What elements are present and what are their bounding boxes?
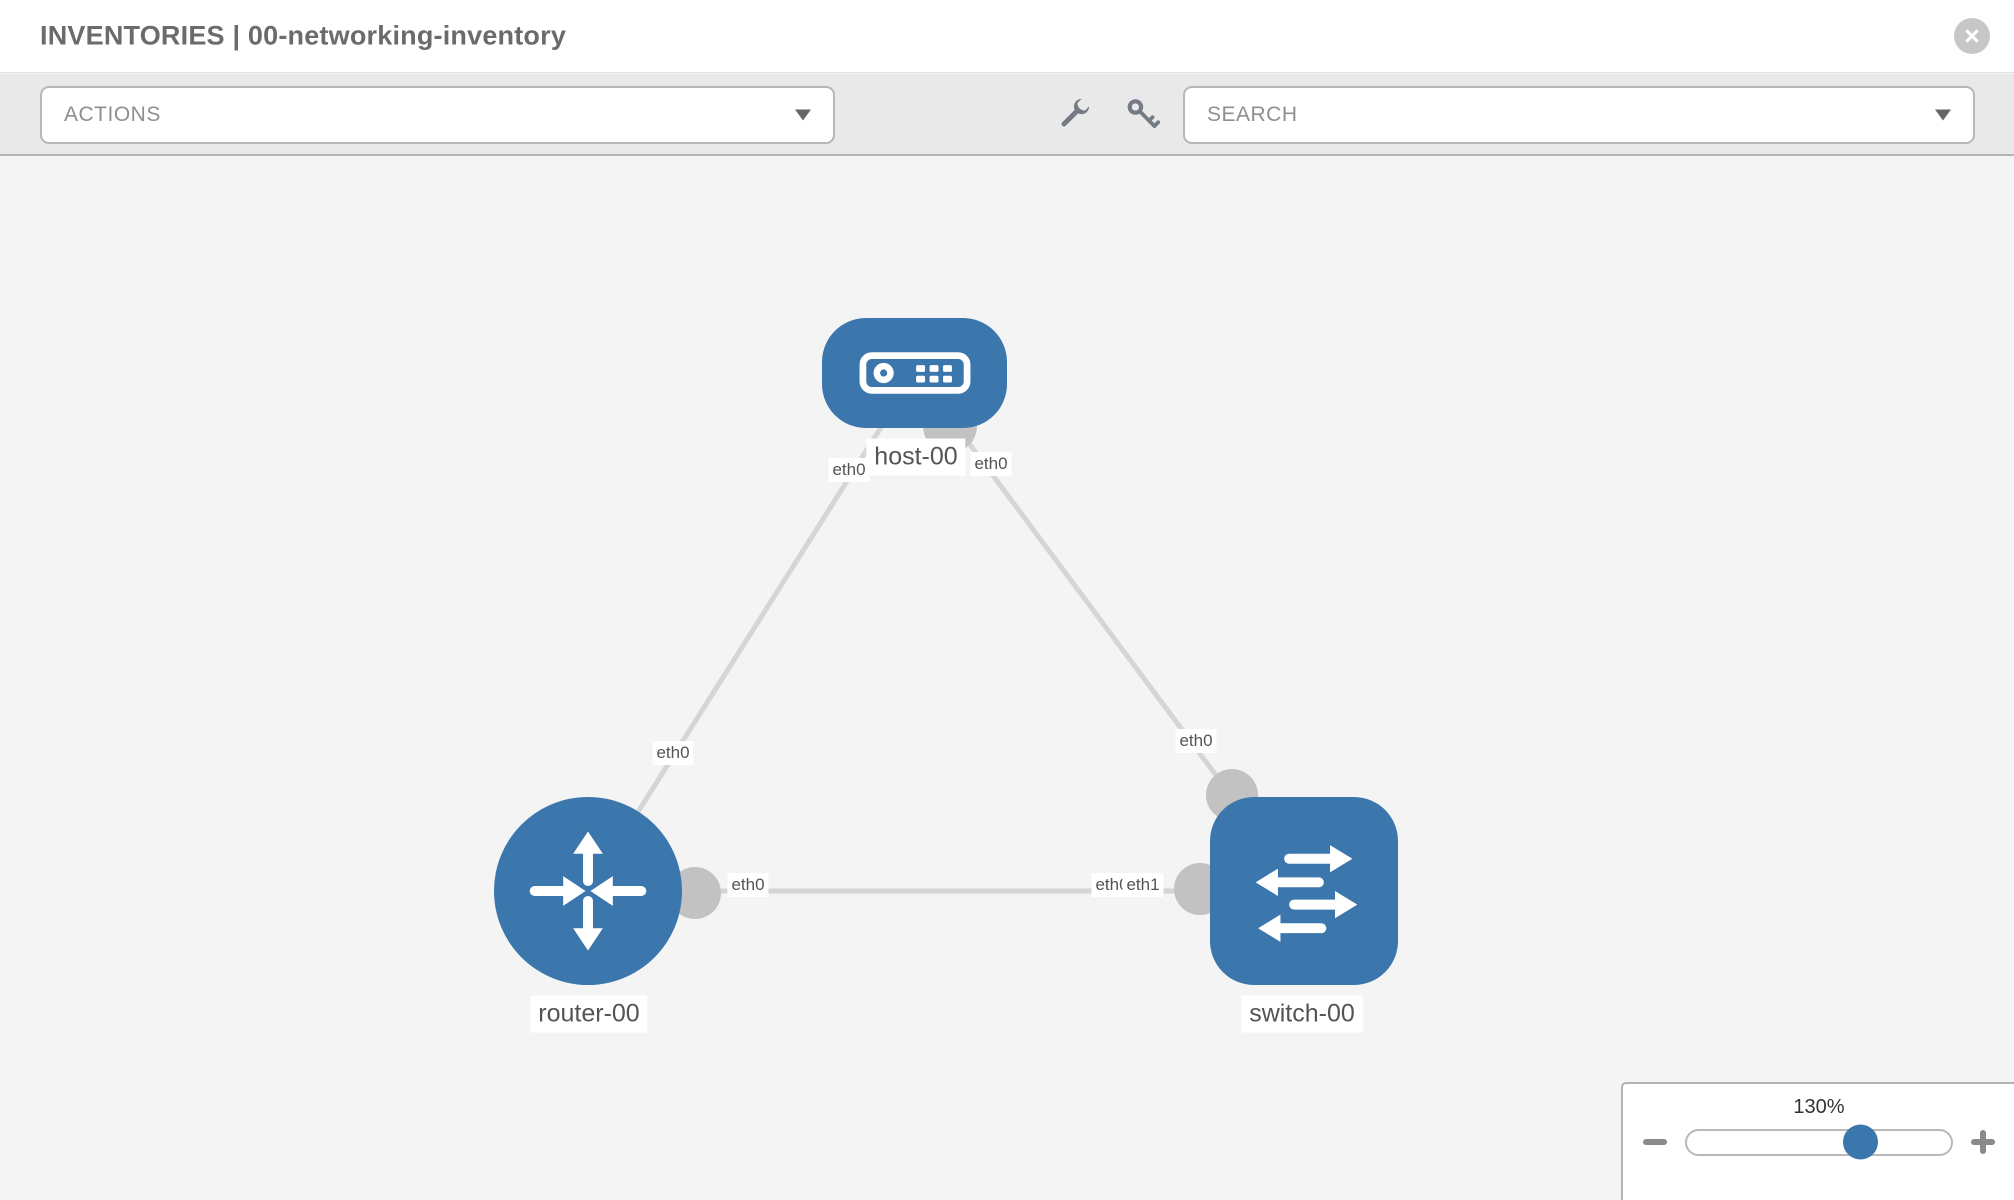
interface-label-router-eth0: eth0 <box>727 873 769 897</box>
interface-label-switch-eth1: eth1 <box>1122 873 1164 897</box>
zoom-out-minus-icon[interactable] <box>1641 1128 1669 1156</box>
close-icon[interactable]: × <box>1954 18 1990 54</box>
zoom-in-plus-icon[interactable] <box>1969 1128 1997 1156</box>
topology-links <box>585 370 1305 919</box>
router-icon <box>529 831 647 951</box>
actions-dropdown-label: ACTIONS <box>64 103 161 126</box>
node-label-switch: switch-00 <box>1241 995 1363 1033</box>
node-label-router: router-00 <box>530 995 648 1033</box>
page-title: INVENTORIES | 00-networking-inventory <box>40 20 567 51</box>
interface-label-router-eth0-uplink: eth0 <box>652 741 694 765</box>
zoom-panel: 130% <box>1621 1082 2014 1200</box>
actions-dropdown[interactable]: ACTIONS <box>40 86 835 144</box>
interface-label-switch-overlap-under: eth0 <box>1091 873 1133 897</box>
key-icon[interactable] <box>1114 86 1172 144</box>
node-label-host: host-00 <box>866 438 966 476</box>
search-dropdown[interactable]: SEARCH <box>1183 86 1975 144</box>
toolbar: ACTIONS SEARCH <box>0 74 2014 156</box>
topology-canvas[interactable]: host-00 router-00 switch-00 eth0 eth0 et… <box>0 158 2014 1200</box>
node-host-00[interactable] <box>822 318 1007 428</box>
chevron-down-icon <box>1935 109 1951 121</box>
switch-icon <box>1255 845 1358 942</box>
zoom-slider-track[interactable] <box>1685 1124 1953 1160</box>
chevron-down-icon <box>795 109 811 121</box>
wrench-icon[interactable] <box>1044 86 1102 144</box>
interface-label-switch-eth0: eth0 <box>1175 729 1217 753</box>
node-switch-00[interactable] <box>1210 797 1398 985</box>
interface-label-host-eth0-left: eth0 <box>828 458 870 482</box>
zoom-level-label: 130% <box>1793 1096 1845 1118</box>
interface-connector-router[interactable] <box>669 867 721 919</box>
interface-label-host-eth0-right: eth0 <box>970 452 1012 476</box>
zoom-slider-handle[interactable] <box>1843 1124 1878 1160</box>
node-router-00[interactable] <box>494 797 682 985</box>
header: INVENTORIES | 00-networking-inventory × <box>0 0 2014 73</box>
search-dropdown-label: SEARCH <box>1207 103 1298 126</box>
host-icon <box>859 352 970 394</box>
